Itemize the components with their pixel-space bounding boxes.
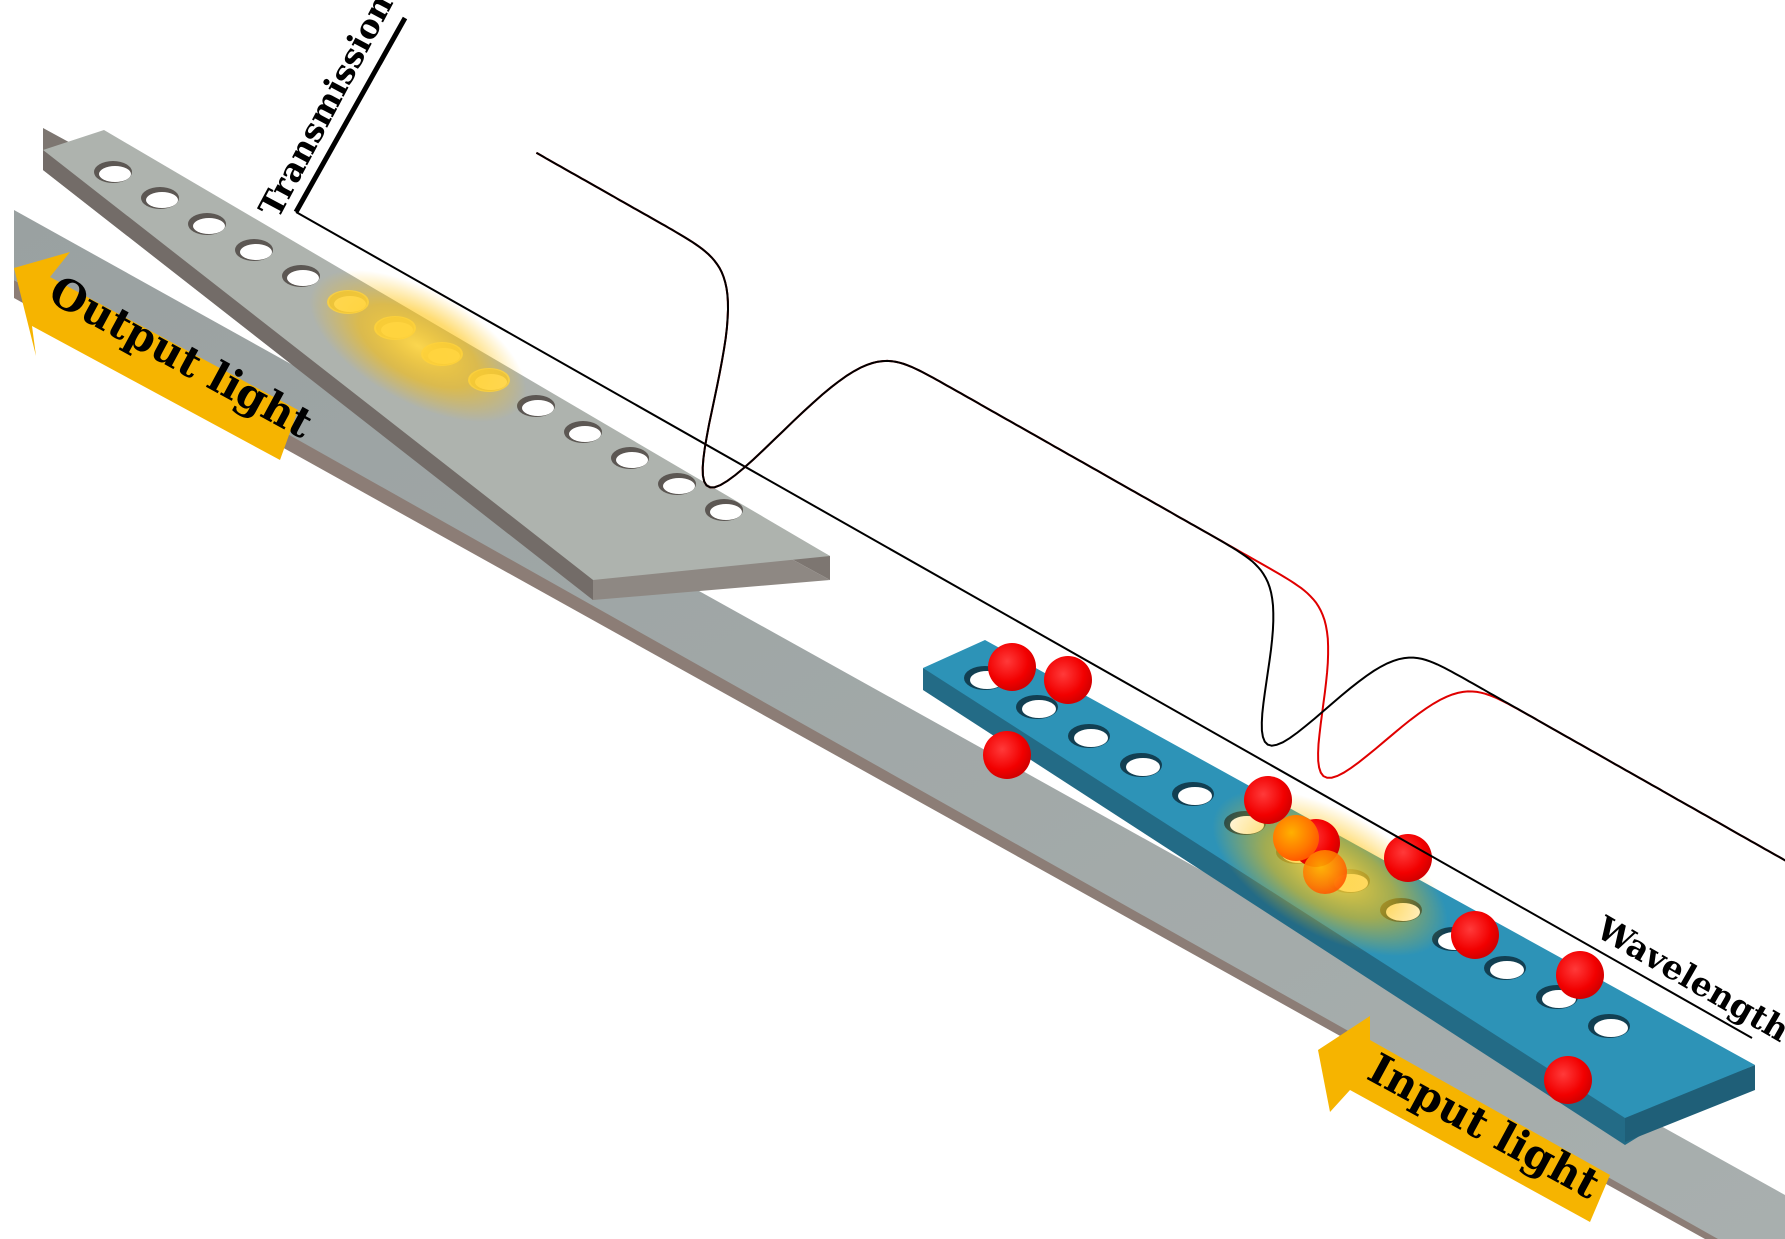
red-sphere-icon: [1044, 656, 1092, 704]
cavity-hole-floor: [1178, 787, 1212, 805]
bus-waveguide: [14, 210, 1785, 1239]
cavity-hole-floor: [1126, 758, 1160, 776]
bus-waveguide-top: [14, 210, 1785, 1239]
cavity-hole-floor: [287, 270, 319, 286]
red-sphere-icon: [1451, 911, 1499, 959]
reference-transmission-curve: [535, 151, 1785, 862]
cavity-hole-floor: [146, 192, 178, 208]
transmission-axis-label: Transmission: [251, 0, 401, 224]
lower-cavity-front: [1625, 1065, 1755, 1142]
red-sphere-icon: [1544, 1056, 1592, 1104]
cavity-hole-floor: [569, 426, 601, 442]
red-sphere-icon: [988, 643, 1036, 691]
cavity-hole-floor: [240, 244, 272, 260]
glow-hole: [421, 342, 463, 366]
glow-hole: [374, 316, 416, 340]
orange-sphere-icon: [1303, 850, 1347, 894]
cavity-hole-floor: [1594, 1019, 1628, 1037]
analyte-particles: [983, 643, 1604, 1104]
red-sphere-icon: [1244, 776, 1292, 824]
cavity-hole-floor: [663, 478, 695, 494]
red-sphere-icon: [983, 731, 1031, 779]
arrow-left-icon: [1318, 1016, 1610, 1222]
glow-hole: [327, 290, 369, 314]
cavity-hole-floor: [616, 452, 648, 468]
cavity-hole-floor: [710, 504, 742, 520]
wavelength-axis: [295, 211, 1753, 1039]
cavity-hole-floor: [522, 400, 554, 416]
cavity-hole-floor: [1022, 700, 1056, 718]
cavity-hole-floor: [193, 218, 225, 234]
upper-glow-holes: [327, 290, 510, 392]
cavity-hole-floor: [1074, 729, 1108, 747]
cavity-hole-floor: [99, 166, 131, 182]
orange-sphere-icon: [1273, 815, 1319, 861]
red-sphere-icon: [1384, 834, 1432, 882]
arrow-left-icon: [14, 252, 298, 460]
transmission-axis: [293, 16, 408, 214]
cavity-hole-floor: [1490, 961, 1524, 979]
red-sphere-icon: [1556, 951, 1604, 999]
spectrum-plot: [293, 16, 1785, 1039]
glow-hole: [468, 368, 510, 392]
upper-cavity-side-face: [43, 150, 593, 600]
